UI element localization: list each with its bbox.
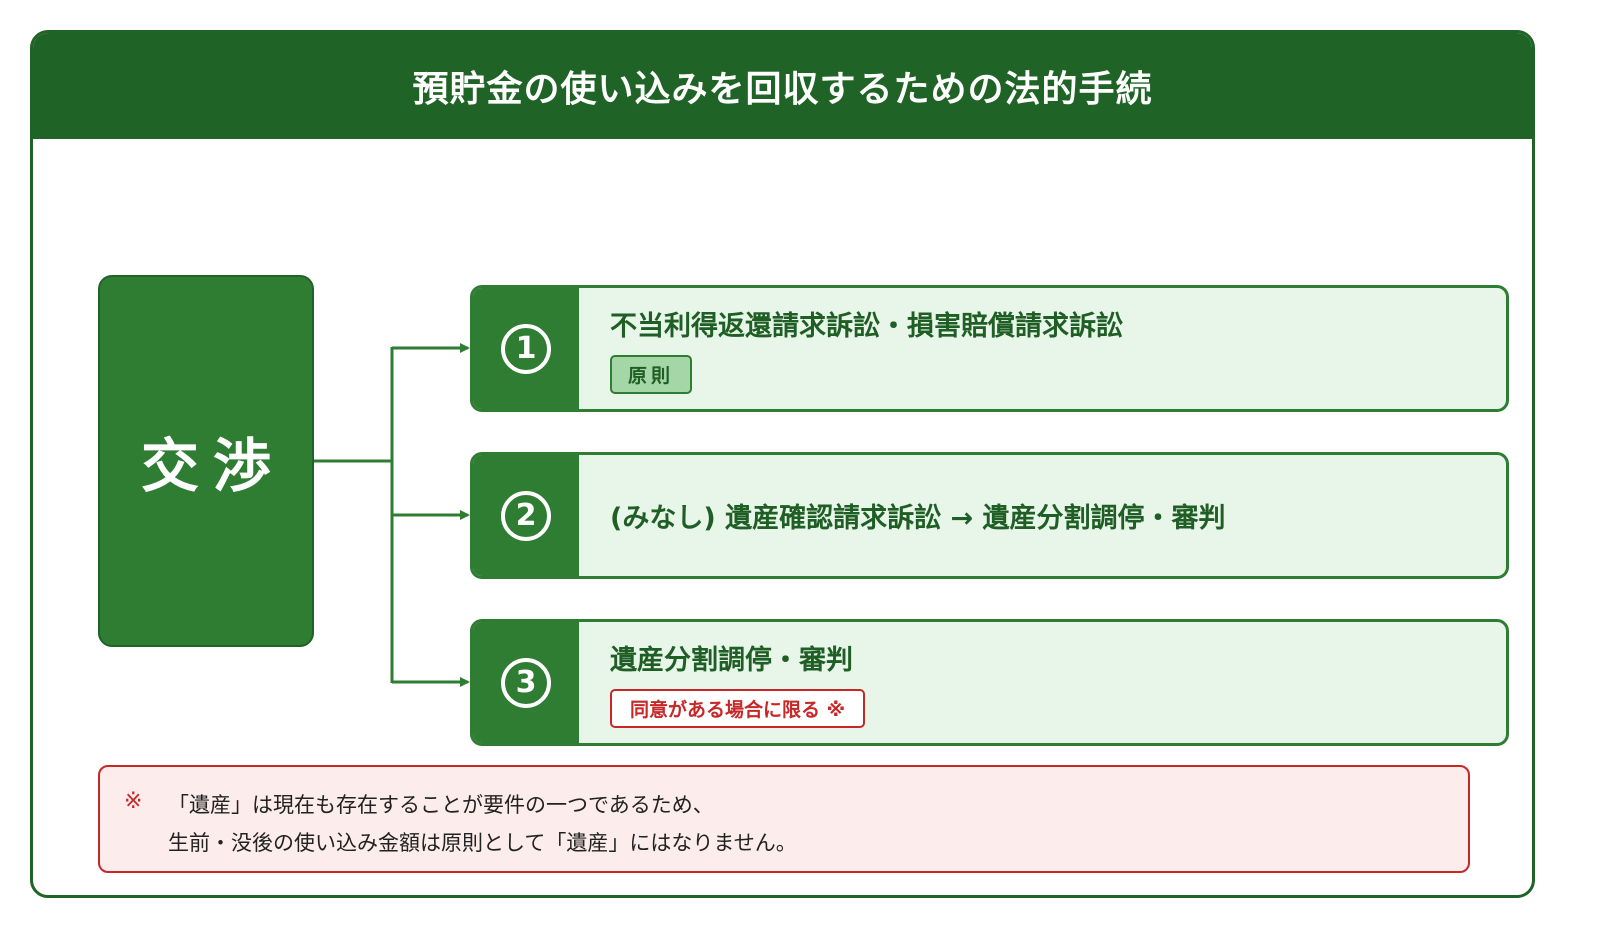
option-text: 不当利得返還請求訴訟・損害賠償請求訴訟 <box>610 310 1123 342</box>
option-card-1: 1 不当利得返還請求訴訟・損害賠償請求訴訟 原則 <box>470 285 1509 412</box>
option-text: (みなし) 遺産確認請求訴訟 → 遺産分割調停・審判 <box>610 503 1226 534</box>
option-number-badge: 3 <box>501 657 551 708</box>
start-node-label: 交渉 <box>140 432 285 500</box>
consent-required-tag: 同意がある場合に限る ※ <box>610 688 866 728</box>
option-number-cell: 3 <box>473 622 579 743</box>
option-content: 遺産分割調停・審判 同意がある場合に限る ※ <box>610 622 1486 743</box>
diagram-title: 預貯金の使い込みを回収するための法的手続 <box>33 33 1532 139</box>
note-reference-mark: ※ <box>124 789 143 814</box>
option-text: 遺産分割調停・審判 <box>610 644 853 676</box>
option-content: (みなし) 遺産確認請求訴訟 → 遺産分割調停・審判 <box>610 455 1486 576</box>
option-number-cell: 2 <box>473 455 579 576</box>
option-content: 不当利得返還請求訴訟・損害賠償請求訴訟 原則 <box>610 288 1486 409</box>
option-card-3: 3 遺産分割調停・審判 同意がある場合に限る ※ <box>470 619 1509 746</box>
note-box: ※ 「遺産」は現在も存在することが要件の一つであるため、 生前・没後の使い込み金… <box>98 765 1470 873</box>
option-number-badge: 2 <box>501 490 551 541</box>
note-line-1: 「遺産」は現在も存在することが要件の一つであるため、 <box>168 793 714 817</box>
option-card-2: 2 (みなし) 遺産確認請求訴訟 → 遺産分割調停・審判 <box>470 452 1509 579</box>
option-number-badge: 1 <box>501 323 551 374</box>
note-line-2: 生前・没後の使い込み金額は原則として「遺産」にはなりません。 <box>168 831 797 855</box>
start-node-negotiation: 交渉 <box>98 275 314 647</box>
option-number-cell: 1 <box>473 288 579 409</box>
principle-tag: 原則 <box>610 354 693 394</box>
